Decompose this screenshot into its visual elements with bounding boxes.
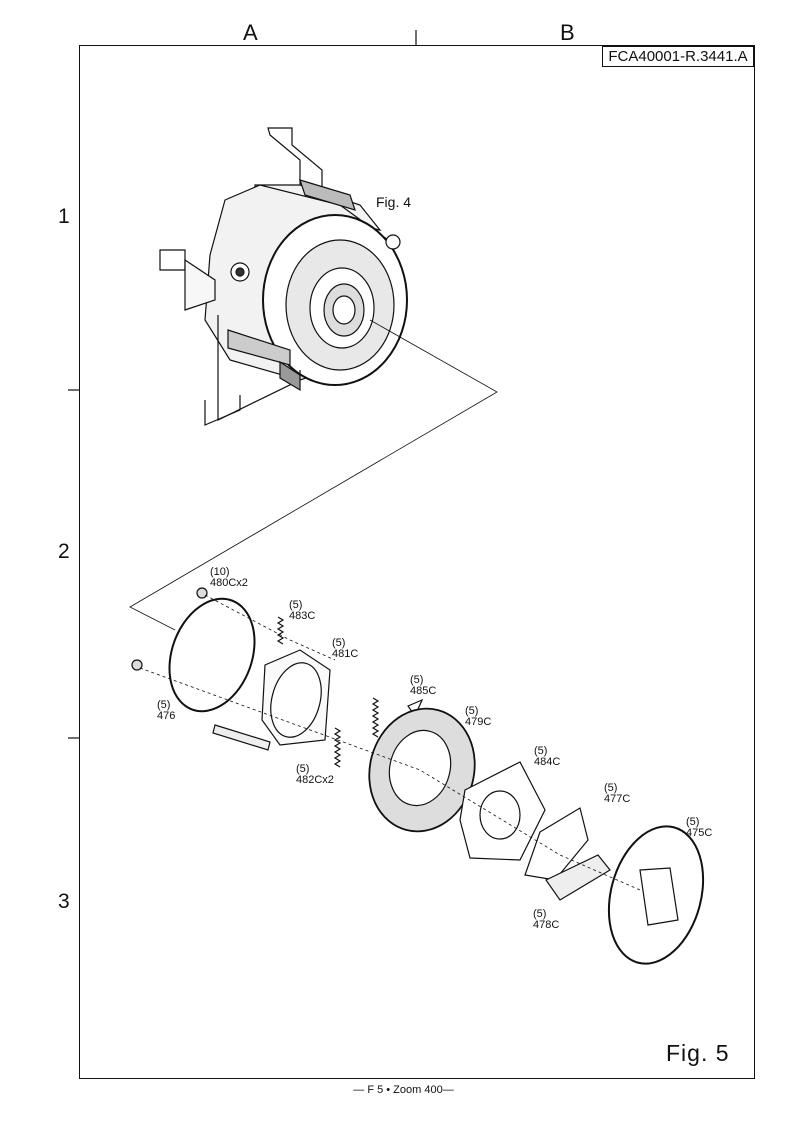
drawing-frame [79, 45, 755, 1079]
column-label-b: B [560, 20, 575, 45]
part-qty: (5) [604, 782, 618, 794]
blade-478c [545, 854, 611, 901]
part-label-479c: (5) 479C [465, 706, 491, 728]
part-code: 479C [465, 716, 492, 728]
part-code: 484C [534, 756, 561, 768]
part-code: 476 [157, 710, 176, 722]
part-qty: (5) [534, 745, 548, 757]
figure-title: Fig. 5 [666, 1040, 730, 1066]
leader-line [129, 319, 498, 631]
part-qty: (5) [410, 674, 424, 686]
spring-482c [333, 727, 342, 768]
part-code: 482Cx2 [296, 774, 334, 786]
part-qty: (5) [289, 599, 303, 611]
part-code: 481C [332, 648, 359, 660]
part-qty: (5) [296, 763, 310, 775]
spring-483c [276, 616, 285, 645]
column-label-a: A [243, 20, 258, 45]
exploded-parts [131, 587, 705, 965]
page-footer: — F 5 • Zoom 400— [353, 1084, 454, 1096]
part-label-482c: (5) 482Cx2 [296, 764, 334, 786]
part-code: 483C [289, 610, 316, 622]
part-label-484c: (5) 484C [534, 746, 560, 768]
part-qty: (5) [465, 705, 479, 717]
figure-reference: Fig. 4 [376, 194, 412, 210]
part-qty: (5) [533, 908, 547, 920]
part-code: 478C [533, 919, 560, 931]
part-code: 485C [410, 685, 437, 697]
part-code: 475C [686, 827, 713, 839]
part-label-485c: (5) 485C [410, 675, 436, 697]
part-label-480c: (10) 480Cx2 [210, 567, 248, 589]
document-code: FCA40001-R.3441.A [602, 46, 754, 67]
row-label-2: 2 [58, 540, 70, 563]
part-label-476: (5) 476 [157, 700, 175, 722]
part-qty: (5) [332, 637, 346, 649]
row-label-1: 1 [58, 205, 70, 228]
spring-482c-b [371, 697, 380, 738]
part-qty: (5) [157, 699, 171, 711]
part-label-481c: (5) 481C [332, 638, 358, 660]
screw-480c [196, 587, 208, 599]
ring-476 [168, 597, 256, 713]
row-label-3: 3 [58, 890, 70, 913]
part-label-475c: (5) 475C [686, 817, 712, 839]
lens-assembly-illustration [159, 127, 408, 426]
part-qty: (10) [210, 566, 230, 578]
part-code: 480Cx2 [210, 577, 248, 589]
part-code: 477C [604, 793, 631, 805]
screw-476 [131, 659, 143, 671]
part-label-477c: (5) 477C [604, 783, 630, 805]
part-qty: (5) [686, 816, 700, 828]
part-label-478c: (5) 478C [533, 909, 559, 931]
part-label-483c: (5) 483C [289, 600, 315, 622]
